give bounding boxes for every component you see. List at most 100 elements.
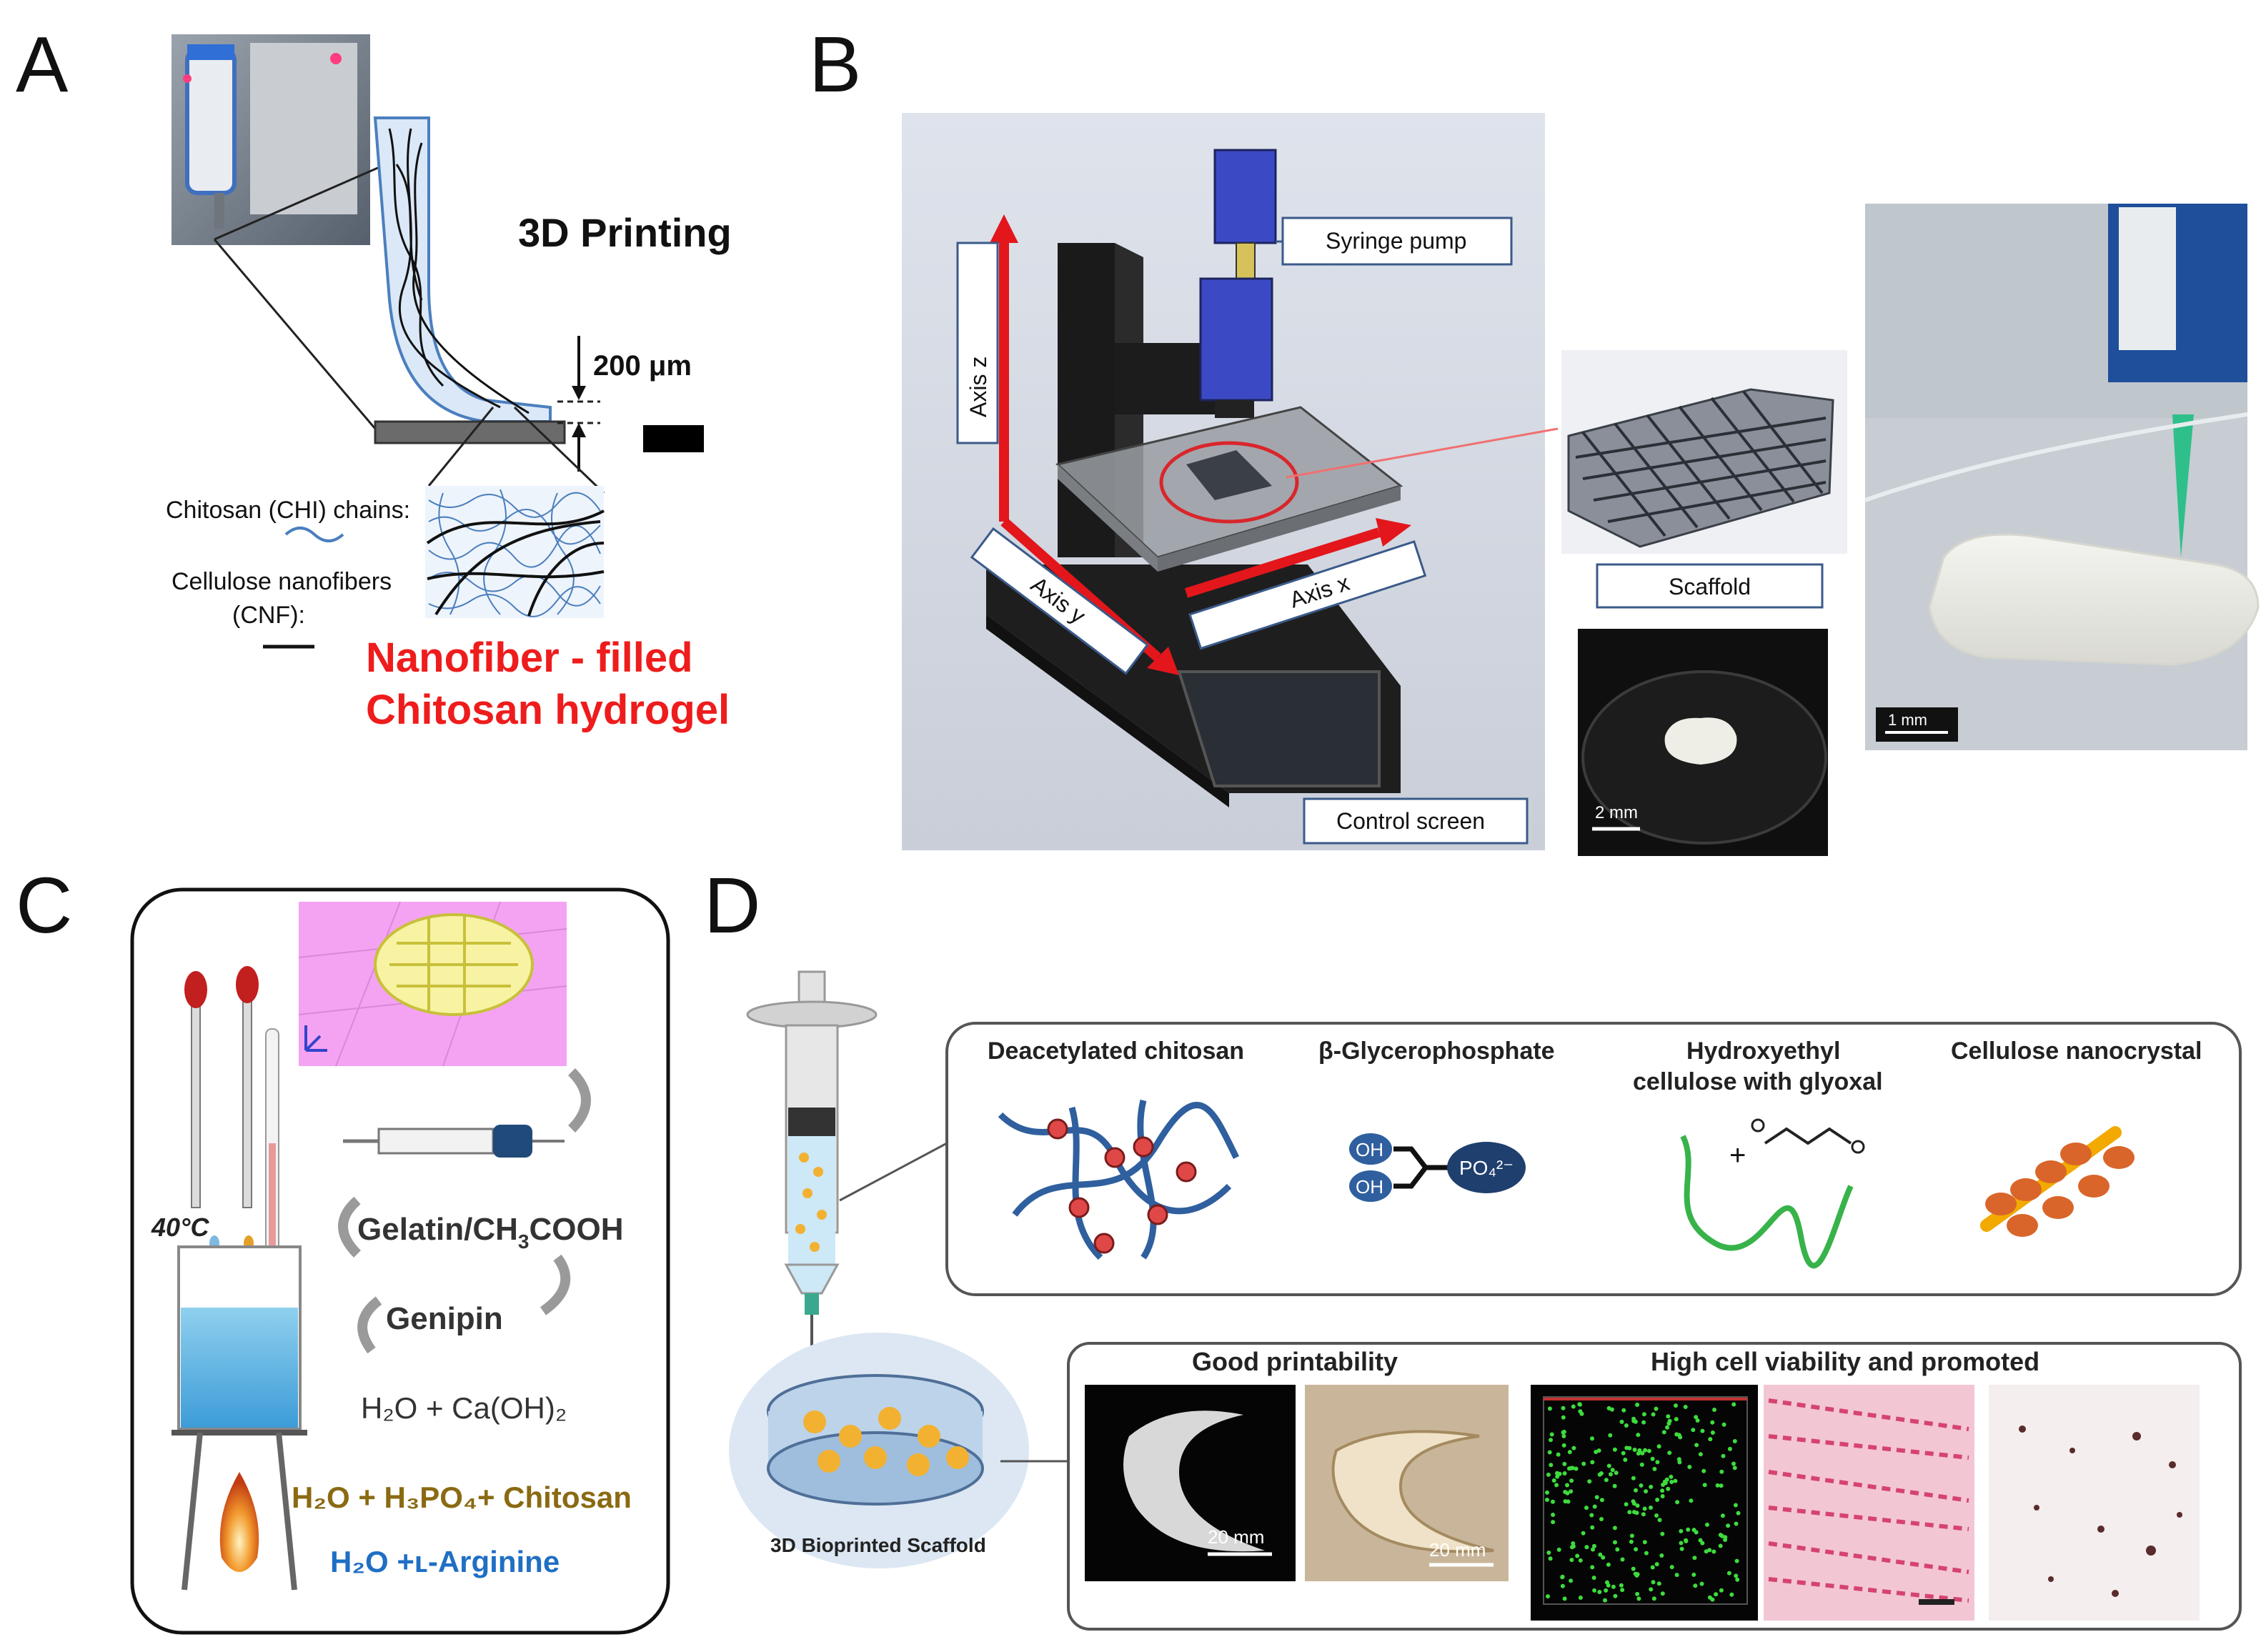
live-cell-dot	[1640, 1451, 1645, 1456]
live-cell-dot	[1574, 1466, 1579, 1471]
live-cell-dot	[1571, 1446, 1576, 1451]
pipettes	[184, 966, 259, 1251]
live-cell-dot	[1546, 1594, 1550, 1599]
live-cell-dot	[1736, 1511, 1741, 1516]
live-cell-dot	[1546, 1472, 1551, 1477]
live-cell-dot	[1562, 1471, 1567, 1476]
comp-2: β-Glycerophosphate	[1318, 1038, 1555, 1065]
live-cell-dot	[1652, 1466, 1657, 1471]
live-cell-dot	[1619, 1583, 1624, 1588]
legend-cnf-2: (CNF):	[232, 602, 305, 629]
live-cell-dot	[1654, 1513, 1659, 1518]
syringe-pump-label: Syringe pump	[1326, 228, 1466, 254]
live-cell-dot	[1694, 1415, 1699, 1420]
live-cell-dot	[1627, 1446, 1632, 1451]
live-cell-dot	[1643, 1448, 1648, 1453]
live-cell-dot	[1631, 1566, 1636, 1571]
live-cell-dot	[1669, 1565, 1674, 1570]
live-cell-dot	[1656, 1444, 1661, 1449]
live-cell-dot	[1554, 1483, 1559, 1488]
live-cell-dot	[1598, 1552, 1603, 1557]
live-cell-dot	[1613, 1540, 1617, 1545]
live-cell-dot	[1669, 1474, 1674, 1479]
gap-label: 200 μm	[593, 350, 692, 382]
live-cell-dot	[1666, 1421, 1671, 1426]
live-cell-dot	[1698, 1452, 1703, 1457]
live-cell-dot	[1623, 1458, 1628, 1462]
live-cell-dot	[1660, 1531, 1665, 1536]
scaffold-label: Scaffold	[1669, 574, 1751, 599]
live-cell-dot	[1578, 1558, 1583, 1563]
live-cell-dot	[1695, 1418, 1700, 1423]
live-cell-dot	[1584, 1506, 1589, 1511]
live-cell-dot	[1721, 1453, 1726, 1458]
live-cell-dot	[1606, 1583, 1611, 1588]
live-cell-dot	[1546, 1551, 1551, 1555]
live-cell-dot	[1594, 1450, 1599, 1454]
live-cell-dot	[1635, 1503, 1640, 1508]
live-cell-dot	[1729, 1592, 1734, 1597]
panel-d: D Deacetylated chitosan β-Glycerophospha…	[704, 862, 2242, 1631]
live-cell-dot	[1631, 1418, 1636, 1423]
live-cell-dot	[1719, 1469, 1724, 1474]
live-cell-dot	[1693, 1583, 1698, 1588]
live-cell-dot	[1624, 1502, 1629, 1507]
live-cell-dot	[1561, 1430, 1566, 1435]
live-cell-dot	[1674, 1403, 1678, 1408]
cellulose-glyoxal-icon	[1680, 1118, 1865, 1269]
live-cell-dot	[1649, 1484, 1654, 1489]
live-cell-dot	[1599, 1471, 1604, 1476]
scaffold-pointer	[1286, 427, 1559, 479]
live-cell-dot	[1667, 1451, 1672, 1456]
live-cell-dot	[1591, 1547, 1595, 1552]
live-cell-dot	[1719, 1588, 1724, 1593]
panel-b: B	[809, 21, 2260, 856]
live-cell-dot	[1547, 1450, 1552, 1455]
live-cell-dot	[1707, 1595, 1712, 1600]
comp-1: Deacetylated chitosan	[988, 1038, 1244, 1065]
live-cell-dot	[1597, 1590, 1602, 1594]
live-cell-dot	[1691, 1572, 1696, 1577]
axis-z-label: Axis z	[965, 357, 991, 417]
live-cell-dot	[1627, 1510, 1632, 1515]
live-cell-dot	[1589, 1513, 1594, 1518]
live-cell-dot	[1650, 1565, 1655, 1570]
live-cell-dot	[1654, 1562, 1659, 1567]
scaffold-caption: 3D Bioprinted Scaffold	[770, 1534, 986, 1556]
live-cell-dot	[1569, 1489, 1574, 1494]
live-cell-dot	[1571, 1404, 1576, 1409]
live-cell-dot	[1615, 1547, 1620, 1552]
live-cell-dot	[1545, 1498, 1549, 1502]
cad-scaffold-view	[298, 901, 567, 1067]
live-cell-dot	[1632, 1448, 1637, 1452]
live-cell-dot	[1635, 1572, 1640, 1577]
live-cell-dot	[1551, 1513, 1556, 1517]
live-cell-dot	[1639, 1462, 1644, 1467]
cycle-arrow-top	[567, 1068, 591, 1133]
live-cell-dot	[1591, 1576, 1596, 1581]
live-cell-dot	[1664, 1477, 1669, 1482]
live-cell-dot	[1732, 1439, 1737, 1443]
live-cell-dot	[1561, 1405, 1566, 1410]
live-cell-dot	[1562, 1461, 1567, 1466]
live-cell-dot	[1636, 1433, 1641, 1438]
live-cell-dot	[1683, 1405, 1688, 1409]
live-cell-dot	[1560, 1575, 1565, 1580]
live-cell-dot	[1734, 1521, 1739, 1526]
panel-c-letter: C	[16, 862, 72, 950]
live-cell-dot	[1590, 1525, 1595, 1530]
live-cell-dot	[1731, 1461, 1736, 1466]
live-cell-dot	[1629, 1533, 1634, 1538]
live-cell-dot	[1734, 1573, 1739, 1578]
live-cell-dot	[1656, 1581, 1661, 1586]
scale-1mm: 1 mm	[1888, 711, 1927, 729]
black-marker	[643, 425, 704, 452]
live-cell-dot	[1732, 1466, 1737, 1471]
live-cell-dot	[1565, 1483, 1569, 1488]
live-cell-dot	[1704, 1549, 1709, 1554]
live-cell-dot	[1621, 1451, 1626, 1456]
ihc-stain-image	[1989, 1385, 2200, 1621]
live-cell-dot	[1659, 1553, 1664, 1558]
printing-photo	[1864, 204, 2260, 750]
